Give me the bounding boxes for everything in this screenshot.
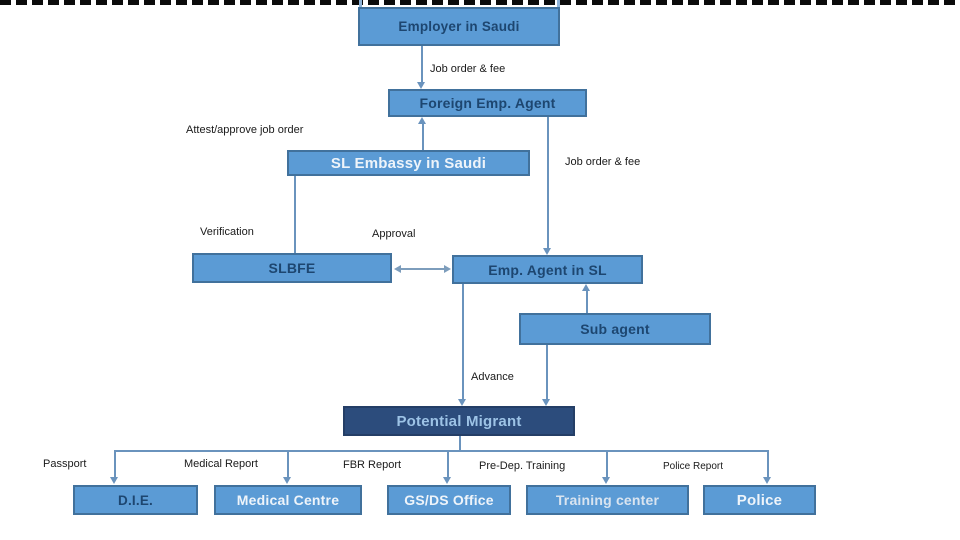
node-label: Medical Centre	[236, 492, 340, 508]
node-label: Sub agent	[580, 321, 650, 337]
node-employer-in-saudi: Employer in Saudi	[358, 7, 560, 46]
node-foreign-emp-agent: Foreign Emp. Agent	[388, 89, 587, 117]
node-die: D.I.E.	[73, 485, 198, 515]
node-sl-embassy-in-saudi: SL Embassy in Saudi	[287, 150, 530, 176]
label-advance: Advance	[471, 371, 514, 383]
node-label: Foreign Emp. Agent	[419, 95, 556, 111]
node-label: SLBFE	[268, 260, 316, 276]
label-passport: Passport	[43, 458, 87, 470]
arrow-down-medical-centre	[283, 477, 291, 484]
node-label: GS/DS Office	[404, 492, 494, 508]
connector-employer-to-foreign-agent	[421, 46, 423, 83]
drop-to-die	[114, 450, 116, 478]
connector-bottom-bus	[115, 450, 768, 452]
node-gsds-office: GS/DS Office	[387, 485, 511, 515]
arrow-up-foreign-agent	[418, 117, 426, 124]
node-label: Police	[736, 491, 783, 509]
arrow-down-potential-migrant-right	[542, 399, 550, 406]
label-job-order-fee-top: Job order & fee	[430, 63, 506, 75]
connector-embassy-to-foreign-agent	[422, 123, 424, 150]
node-label: D.I.E.	[118, 492, 153, 508]
connector-potential-migrant-to-bus	[459, 436, 461, 451]
arrow-down-foreign-agent	[417, 82, 425, 89]
connector-foreign-agent-to-emp-agent-sl	[547, 117, 549, 249]
connector-slbfe-emp-agent-double	[399, 268, 445, 270]
node-medical-centre: Medical Centre	[214, 485, 362, 515]
arrow-left-slbfe	[394, 265, 401, 273]
node-emp-agent-in-sl: Emp. Agent in SL	[452, 255, 643, 284]
country-border-dashed-line	[0, 0, 960, 5]
connector-stub-right	[557, 0, 560, 7]
connector-embassy-to-slbfe	[294, 176, 296, 253]
node-label: Employer in Saudi	[398, 19, 520, 34]
connector-sub-agent-to-potential-migrant	[546, 345, 548, 400]
arrow-down-potential-migrant-left	[458, 399, 466, 406]
drop-to-training-center	[606, 450, 608, 478]
connector-stub-left	[359, 0, 362, 7]
connector-emp-agent-to-potential-migrant	[462, 284, 464, 400]
node-potential-migrant: Potential Migrant	[343, 406, 575, 436]
node-police: Police	[703, 485, 816, 515]
drop-to-police	[767, 450, 769, 478]
node-sub-agent: Sub agent	[519, 313, 711, 345]
node-label: Potential Migrant	[396, 412, 522, 430]
arrow-down-gsds-office	[443, 477, 451, 484]
label-pre-dep-training: Pre-Dep. Training	[479, 460, 566, 472]
node-slbfe: SLBFE	[192, 253, 392, 283]
node-label: Training center	[555, 492, 660, 508]
arrow-up-emp-agent	[582, 284, 590, 291]
label-police-report: Police Report	[663, 461, 724, 472]
drop-to-medical-centre	[287, 450, 289, 478]
label-verification: Verification	[200, 226, 254, 238]
arrow-down-police	[763, 477, 771, 484]
label-attest-approve-job-order: Attest/approve job order	[186, 124, 304, 136]
node-training-center: Training center	[526, 485, 689, 515]
label-fbr-report: FBR Report	[343, 459, 402, 471]
node-label: SL Embassy in Saudi	[330, 154, 487, 172]
connector-sub-agent-to-emp-agent	[586, 290, 588, 313]
label-job-order-fee-right: Job order & fee	[565, 156, 641, 168]
drop-to-gsds-office	[447, 450, 449, 478]
arrow-down-die	[110, 477, 118, 484]
label-medical-report: Medical Report	[184, 458, 258, 470]
node-label: Emp. Agent in SL	[488, 261, 607, 278]
arrow-down-emp-agent-sl	[543, 248, 551, 255]
label-approval: Approval	[372, 228, 416, 240]
arrow-down-training-center	[602, 477, 610, 484]
arrow-right-emp-agent	[444, 265, 451, 273]
